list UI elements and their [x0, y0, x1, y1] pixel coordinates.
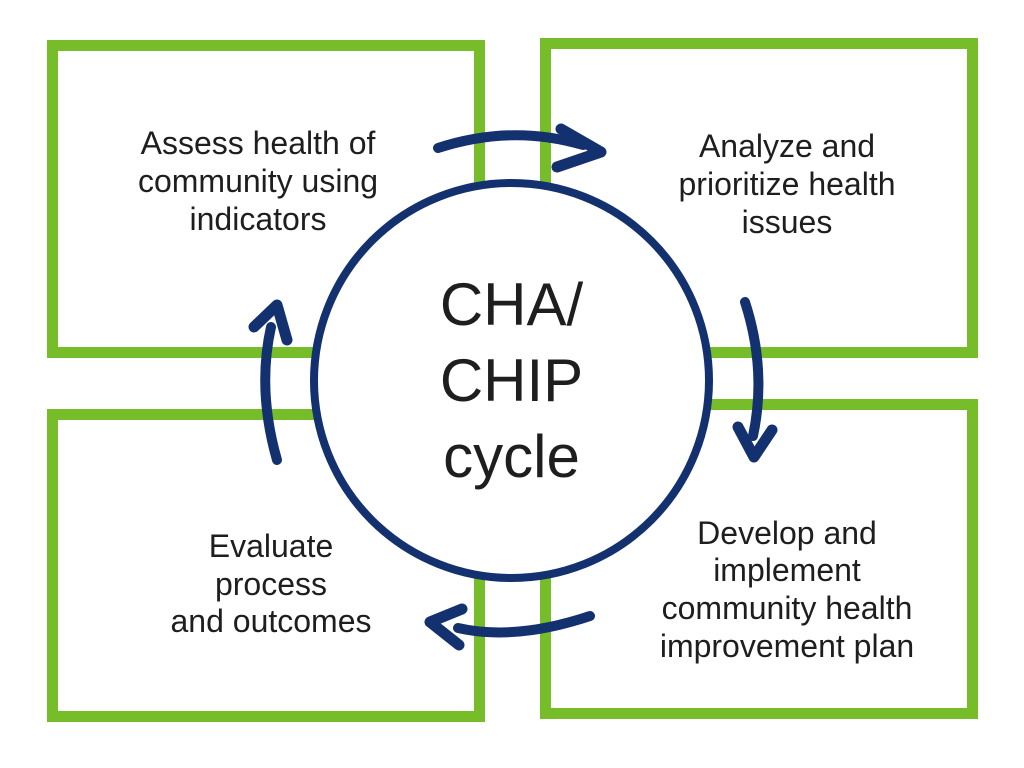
box-analyze-label: Analyze and prioritize health issues	[579, 36, 995, 334]
text-line: process	[214, 565, 328, 602]
box-assess-label: Assess health of community using indicat…	[50, 34, 466, 330]
text-line: Assess health of	[140, 125, 376, 162]
text-line: community health	[661, 590, 913, 626]
text-line: Evaluate	[208, 527, 334, 564]
text-line: and outcomes	[170, 603, 372, 640]
text-line: issues	[741, 203, 833, 240]
text-line: Analyze and	[698, 128, 876, 165]
cycle-title-line: cycle	[443, 422, 580, 490]
box-develop-label: Develop and implement community health i…	[579, 441, 995, 739]
cycle-title-line: CHIP	[439, 346, 584, 414]
text-line: indicators	[189, 200, 327, 237]
text-line: community using	[137, 163, 379, 200]
text-line: prioritize health	[678, 166, 896, 203]
cycle-circle: CHA/ CHIP cycle	[310, 179, 713, 582]
text-line: Develop and	[697, 514, 877, 551]
text-line: improvement plan	[659, 627, 915, 664]
cycle-title-line: CHA/	[439, 270, 584, 338]
text-line: implement	[713, 552, 861, 589]
box-evaluate-label: Evaluate process and outcomes	[63, 439, 479, 730]
